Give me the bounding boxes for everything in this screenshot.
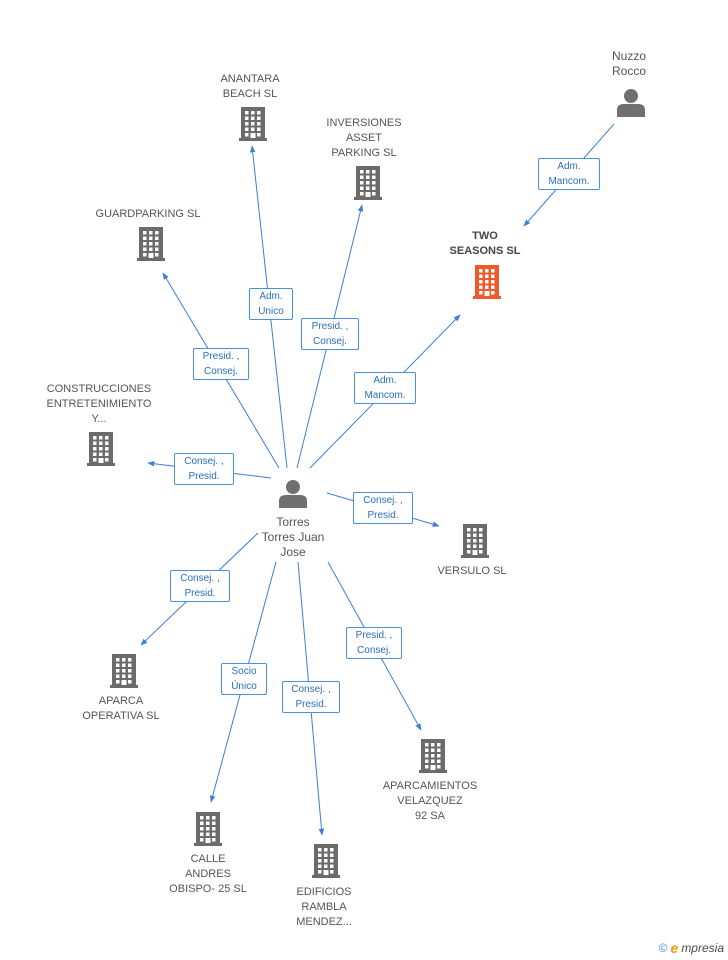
building-icon-versulo[interactable] bbox=[461, 524, 489, 558]
edge-label-torres-to-construcciones[interactable]: Consej. , Presid. bbox=[174, 453, 234, 485]
node-label-anantara[interactable]: ANANTARA BEACH SL bbox=[220, 73, 280, 100]
building-icon-edificios[interactable] bbox=[312, 844, 340, 878]
node-label-construcciones[interactable]: CONSTRUCCIONES ENTRETENIMIENTO Y... bbox=[46, 383, 152, 425]
edge-label-torres-to-calle[interactable]: Socio Único bbox=[221, 663, 267, 695]
edge-label-torres-to-anantara[interactable]: Adm. Unico bbox=[249, 288, 293, 320]
node-label-nuzzo[interactable]: Nuzzo Rocco bbox=[611, 49, 646, 78]
edge-label-torres-to-aparca[interactable]: Consej. , Presid. bbox=[170, 570, 230, 602]
copyright-symbol: © bbox=[658, 941, 668, 955]
node-label-two_seasons[interactable]: TWO SEASONS SL bbox=[449, 230, 521, 257]
building-icon-construcciones[interactable] bbox=[87, 432, 115, 466]
node-label-inversiones[interactable]: INVERSIONES ASSET PARKING SL bbox=[326, 117, 402, 159]
edge-label-torres-to-guardparking[interactable]: Presid. , Consej. bbox=[193, 348, 249, 380]
building-icon-guardparking[interactable] bbox=[137, 227, 165, 261]
edge-label-torres-to-inversiones[interactable]: Presid. , Consej. bbox=[301, 318, 359, 350]
edge-label-torres-to-aparcamientos[interactable]: Presid. , Consej. bbox=[346, 627, 402, 659]
building-icon-inversiones[interactable] bbox=[354, 166, 382, 200]
person-icon-torres[interactable] bbox=[279, 480, 307, 508]
building-icon-two_seasons[interactable] bbox=[473, 265, 501, 299]
node-label-edificios[interactable]: EDIFICIOS RAMBLA MENDEZ... bbox=[296, 886, 352, 928]
edge-label-torres-to-edificios[interactable]: Consej. , Presid. bbox=[282, 681, 340, 713]
node-label-torres[interactable]: Torres Torres Juan Jose bbox=[261, 515, 325, 559]
building-icon-aparca[interactable] bbox=[110, 654, 138, 688]
edge-label-nuzzo-to-two_seasons[interactable]: Adm. Mancom. bbox=[538, 158, 600, 190]
node-label-aparcamientos[interactable]: APARCAMIENTOS VELAZQUEZ 92 SA bbox=[382, 780, 478, 822]
building-icon-aparcamientos[interactable] bbox=[419, 739, 447, 773]
person-icon-nuzzo[interactable] bbox=[617, 89, 645, 117]
empresia-logo-e: e bbox=[670, 940, 679, 956]
node-label-guardparking[interactable]: GUARDPARKING SL bbox=[95, 208, 201, 220]
node-label-calle[interactable]: CALLE ANDRES OBISPO- 25 SL bbox=[169, 853, 247, 895]
edge-label-torres-to-two_seasons[interactable]: Adm. Mancom. bbox=[354, 372, 416, 404]
empresia-logo-text: mpresia bbox=[681, 941, 724, 955]
node-label-versulo[interactable]: VERSULO SL bbox=[437, 565, 507, 577]
node-label-aparca[interactable]: APARCA OPERATIVA SL bbox=[82, 695, 160, 722]
edge-label-torres-to-versulo[interactable]: Consej. , Presid. bbox=[353, 492, 413, 524]
building-icon-anantara[interactable] bbox=[239, 107, 267, 141]
building-icon-calle[interactable] bbox=[194, 812, 222, 846]
